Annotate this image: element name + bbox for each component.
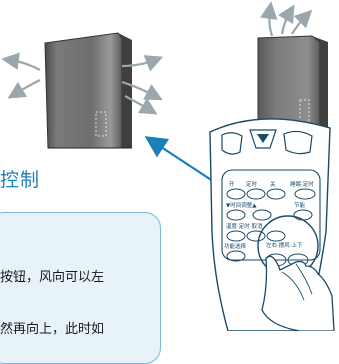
remote-button-icon: [221, 132, 243, 155]
body-text-line-2: 然再向上，此时如: [0, 322, 105, 337]
remote-label-sleep: 睡眠·定时: [290, 180, 314, 188]
remote-label-mode: 温度·定时·取消: [226, 222, 263, 230]
remote-label-timer: 定时: [246, 180, 258, 188]
note-box: [0, 212, 161, 364]
remote-label-on: 开: [229, 181, 235, 188]
remote-label-off: 关: [270, 180, 276, 188]
body-text-line-1: 按钮，风向可以左: [0, 270, 105, 285]
remote-down-button-icon: [249, 129, 277, 149]
ac-unit-right: [257, 35, 328, 131]
ac-unit-left: [44, 32, 132, 149]
diagram-canvas: 开 定时 关 睡眠·定时 ▼时间调整▲ 节能 温度·定时·取消 功能选择 左右·…: [1, 1, 335, 331]
remote-button-icon-2: [283, 130, 313, 155]
remote-label-save: 节能: [294, 201, 306, 209]
remote-control: [209, 118, 335, 331]
remote-label-swing: 左右·摆风·上下: [266, 241, 303, 249]
airflow-arrows-right: [260, 1, 313, 37]
hand-icon: [261, 255, 335, 331]
section-heading: 控制: [0, 169, 41, 191]
airflow-arrows-left: [1, 52, 164, 115]
remote-label-time-adjust: ▼时间调整▲: [226, 201, 257, 209]
remote-label-function: 功能选择: [224, 242, 247, 250]
